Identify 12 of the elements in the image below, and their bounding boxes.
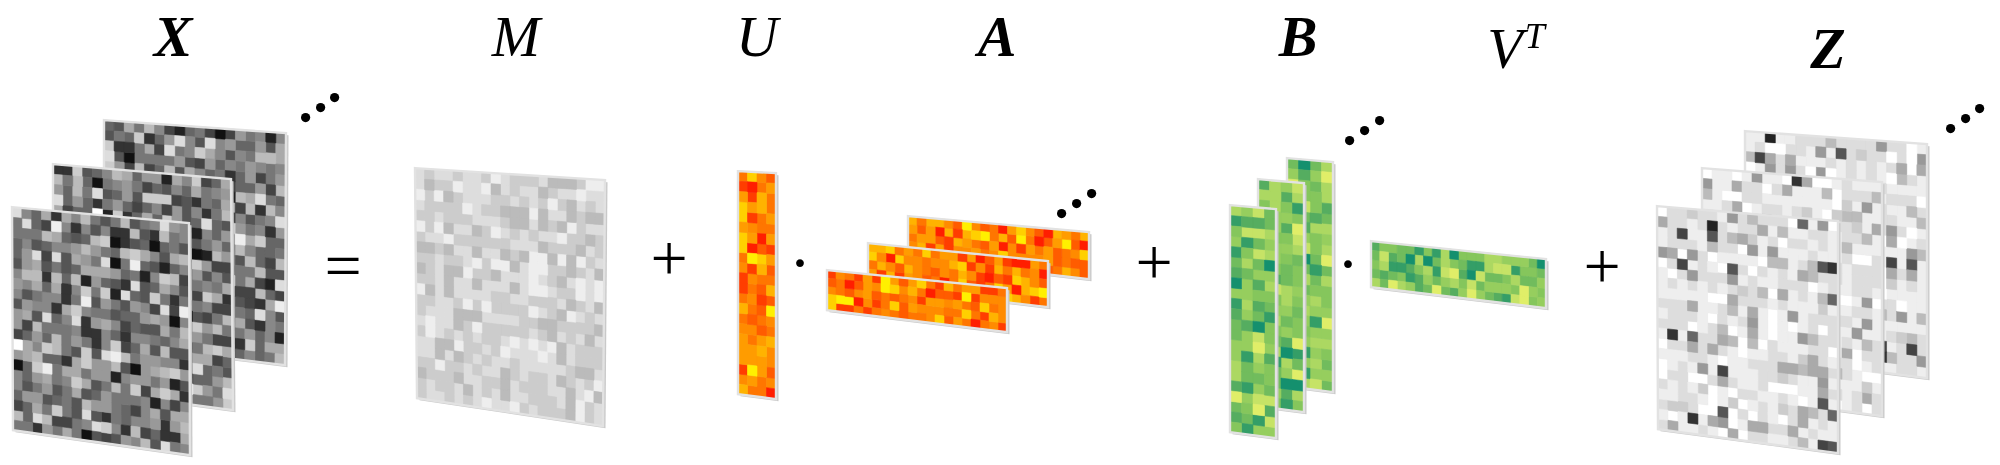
operator-symbol: + (1135, 229, 1173, 296)
matrix-label: V$^{T}$ (1487, 19, 1545, 78)
matrix-label: X (153, 7, 193, 66)
matrix-label: B (1278, 7, 1318, 66)
operator-symbol: = (324, 233, 362, 300)
matrix-label: A (977, 7, 1017, 66)
operator-symbol: · (1337, 231, 1359, 298)
matrix-label: Z (1810, 19, 1846, 78)
matrix-label: M (491, 7, 541, 66)
operator-symbol: + (650, 225, 688, 292)
operator-symbol: + (1583, 233, 1621, 300)
operator-symbol: · (789, 230, 811, 297)
